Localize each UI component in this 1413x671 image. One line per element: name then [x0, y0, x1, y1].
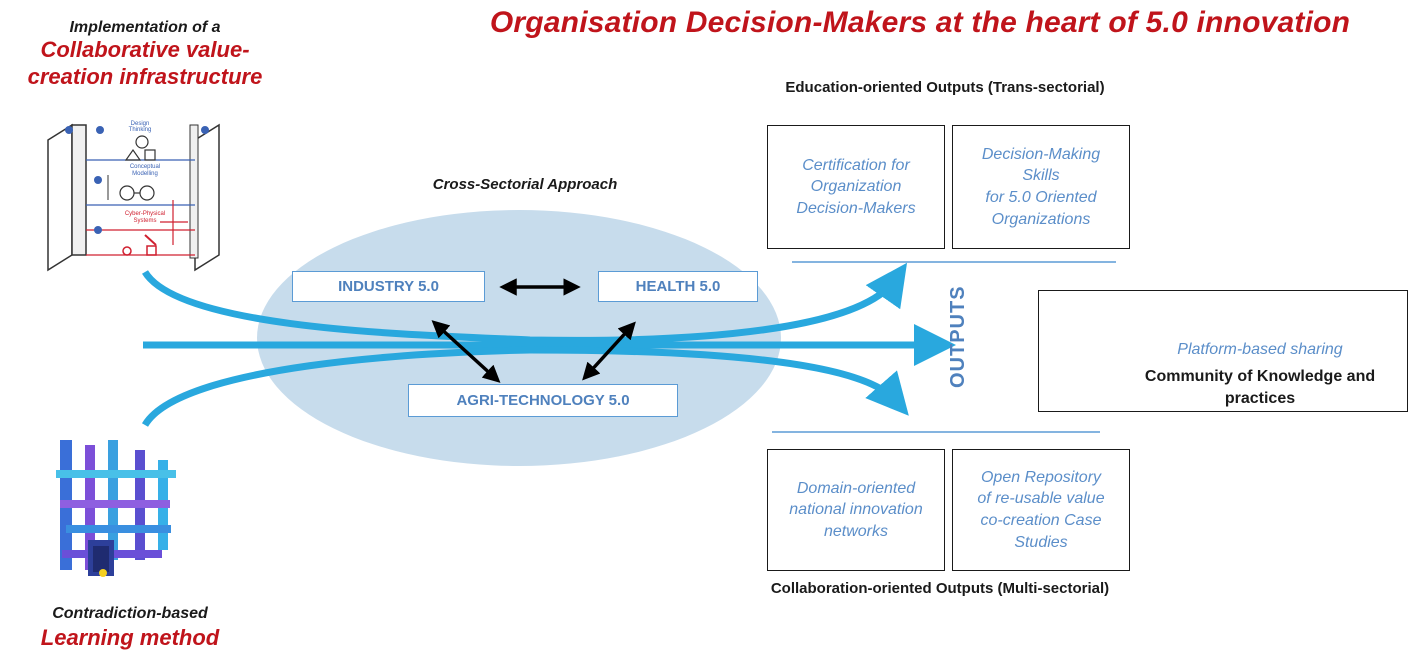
networks-box: Domain-oriented national innovation netw…	[767, 449, 945, 571]
learning-caption-line2: Learning method	[40, 625, 220, 650]
certification-line2: Organization	[810, 178, 902, 196]
certification-line1: Certification for	[802, 156, 910, 174]
svg-text:Modelling: Modelling	[132, 171, 158, 177]
decision-skills-box: Decision-Making Skills for 5.0 Oriented …	[952, 125, 1130, 249]
decision-skills-line2: Skills	[1022, 167, 1060, 185]
sector-industry-box: INDUSTRY 5.0	[292, 271, 485, 302]
collaboration-heading: Collaboration-oriented Outputs (Multi-se…	[770, 580, 1110, 597]
sector-health-box: HEALTH 5.0	[598, 271, 758, 302]
decision-skills-line3: for 5.0 Oriented	[985, 189, 1097, 206]
education-heading: Education-oriented Outputs (Trans-sector…	[785, 79, 1105, 96]
repository-box: Open Repository of re-usable value co-cr…	[952, 449, 1130, 571]
svg-text:Systems: Systems	[133, 218, 156, 224]
platform-title: Community of Knowledge and practices	[1118, 366, 1402, 409]
platform-box	[1038, 290, 1408, 412]
learning-caption: Contradiction-based Learning method	[0, 604, 260, 652]
infrastructure-caption-line1: Implementation of a	[69, 19, 221, 36]
industry-agri-arrow	[431, 320, 501, 383]
flow-arrow-lower	[141, 346, 909, 427]
infrastructure-caption-line3: creation infrastructure	[27, 63, 263, 89]
networks-line3: networks	[823, 522, 889, 540]
platform-subtitle: Platform-based sharing	[1177, 341, 1343, 358]
svg-text:Conceptual: Conceptual	[130, 164, 160, 170]
svg-text:Design: Design	[131, 121, 150, 127]
repository-line2: of re-usable value	[977, 490, 1105, 508]
repository-line3: co-creation Case	[980, 512, 1102, 529]
certification-line3: Decision-Makers	[796, 199, 916, 217]
infrastructure-illustration: Design Thinking Conceptual Modelling Cyb…	[47, 121, 220, 272]
svg-text:Thinking: Thinking	[129, 127, 152, 133]
page-title: Organisation Decision-Makers at the hear…	[489, 6, 1351, 39]
svg-text:Cyber-Physical: Cyber-Physical	[125, 211, 165, 217]
networks-line1: Domain-oriented	[796, 479, 916, 497]
sector-agritech-box: AGRI-TECHNOLOGY 5.0	[408, 384, 678, 417]
flow-arrow-upper	[142, 262, 908, 344]
learning-illustration	[48, 432, 182, 582]
infrastructure-caption: Implementation of a Collaborative value-…	[0, 18, 290, 90]
health-agri-arrow	[582, 321, 636, 381]
cross-sectorial-label: Cross-Sectorial Approach	[432, 176, 618, 193]
outputs-label: OUTPUTS	[947, 285, 969, 388]
certification-box: Certification for Organization Decision-…	[767, 125, 945, 249]
decision-skills-line4: Organizations	[991, 210, 1091, 228]
platform-title-line1: Community of Knowledge and	[1144, 368, 1376, 385]
repository-line4: Studies	[1014, 533, 1068, 551]
platform-title-line2: practices	[1224, 389, 1296, 407]
decision-skills-line1: Decision-Making	[981, 145, 1101, 163]
networks-line2: national innovation	[789, 501, 923, 519]
repository-line1: Open Repository	[980, 468, 1102, 486]
learning-caption-line1: Contradiction-based	[52, 605, 208, 622]
infrastructure-caption-line2: Collaborative value-	[40, 37, 250, 63]
